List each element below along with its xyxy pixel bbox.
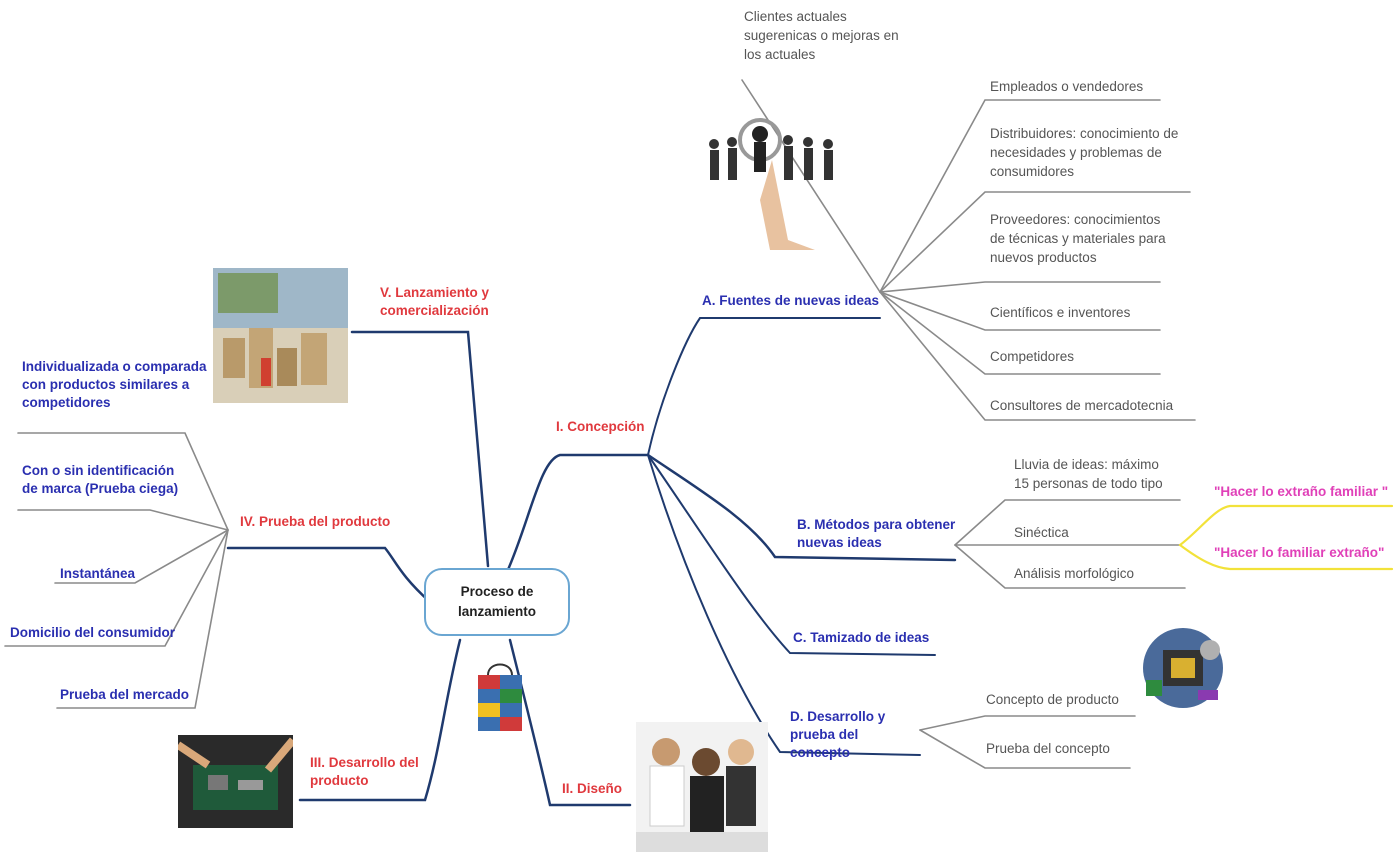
- link-tamizado: [647, 454, 936, 656]
- fuentes-item-competidores: Competidores: [990, 349, 1075, 364]
- fuentes-item-distribuidores: Distribuidores: conocimiento de necesida…: [990, 126, 1179, 179]
- boxes-world-map-image: [213, 268, 348, 403]
- link-lanzamiento: [350, 330, 490, 568]
- concepto-item-producto: Concepto de producto: [986, 692, 1119, 707]
- metodos-item-analisis: Análisis morfológico: [1014, 566, 1135, 581]
- shopping-bag-flags-image: [470, 655, 530, 735]
- branch-lanzamiento: V. Lanzamiento y comercialización: [380, 285, 490, 318]
- link-desarrollo: [298, 638, 462, 802]
- fuentes-item-clientes: Clientes actuales sugerenicas o mejoras …: [744, 9, 899, 62]
- metodos-item-sinectica: Sinéctica: [1014, 525, 1069, 540]
- link-fuentes: [647, 317, 881, 456]
- concepto-item-prueba: Prueba del concepto: [986, 741, 1110, 756]
- fuentes-item-proveedores: Proveedores: conocimientos de técnicas y…: [990, 212, 1166, 265]
- link-diseno: [508, 638, 632, 807]
- link-prueba: [226, 546, 432, 604]
- center-node: Proceso de lanzamiento: [424, 568, 570, 636]
- sinectica-item-familiar-extrano: "Hacer lo familiar extraño": [1214, 545, 1385, 560]
- prueba-item-instantanea: Instantánea: [60, 566, 136, 581]
- fuentes-item-cientificos: Científicos e inventores: [990, 305, 1131, 320]
- circuit-board-image: [178, 735, 293, 828]
- branch-prueba: IV. Prueba del producto: [240, 514, 391, 529]
- metodos-item-lluvia: Lluvia de ideas: máximo 15 personas de t…: [1014, 457, 1163, 491]
- prueba-item-individualizada: Individualizada o comparada con producto…: [22, 359, 207, 410]
- link-metodos: [646, 453, 957, 562]
- prueba-item-mercado: Prueba del mercado: [60, 687, 190, 702]
- node-desarrollo-prueba: D. Desarrollo y prueba del concepto: [790, 709, 886, 760]
- fuentes-item-empleados: Empleados o vendedores: [990, 79, 1144, 94]
- node-metodos: B. Métodos para obtener nuevas ideas: [797, 517, 956, 550]
- fuentes-item-consultores: Consultores de mercadotecnia: [990, 398, 1174, 413]
- sinectica-item-extrano-familiar: "Hacer lo extraño familiar ": [1214, 484, 1389, 499]
- branch-diseno: II. Diseño: [562, 781, 623, 796]
- node-tamizado: C. Tamizado de ideas: [793, 630, 930, 645]
- link-concepcion: [505, 453, 650, 574]
- team-meeting-image: [636, 722, 768, 852]
- prueba-item-domicilio: Domicilio del consumidor: [10, 625, 176, 640]
- center-label: Proceso de lanzamiento: [457, 584, 536, 619]
- node-fuentes: A. Fuentes de nuevas ideas: [702, 293, 880, 308]
- people-search-image: [700, 110, 845, 250]
- branch-desarrollo: III. Desarrollo del producto: [310, 755, 419, 788]
- computer-parts-image: [1138, 620, 1228, 715]
- prueba-item-identificacion: Con o sin identificación de marca (Prueb…: [22, 463, 179, 496]
- branch-concepcion: I. Concepción: [556, 419, 645, 434]
